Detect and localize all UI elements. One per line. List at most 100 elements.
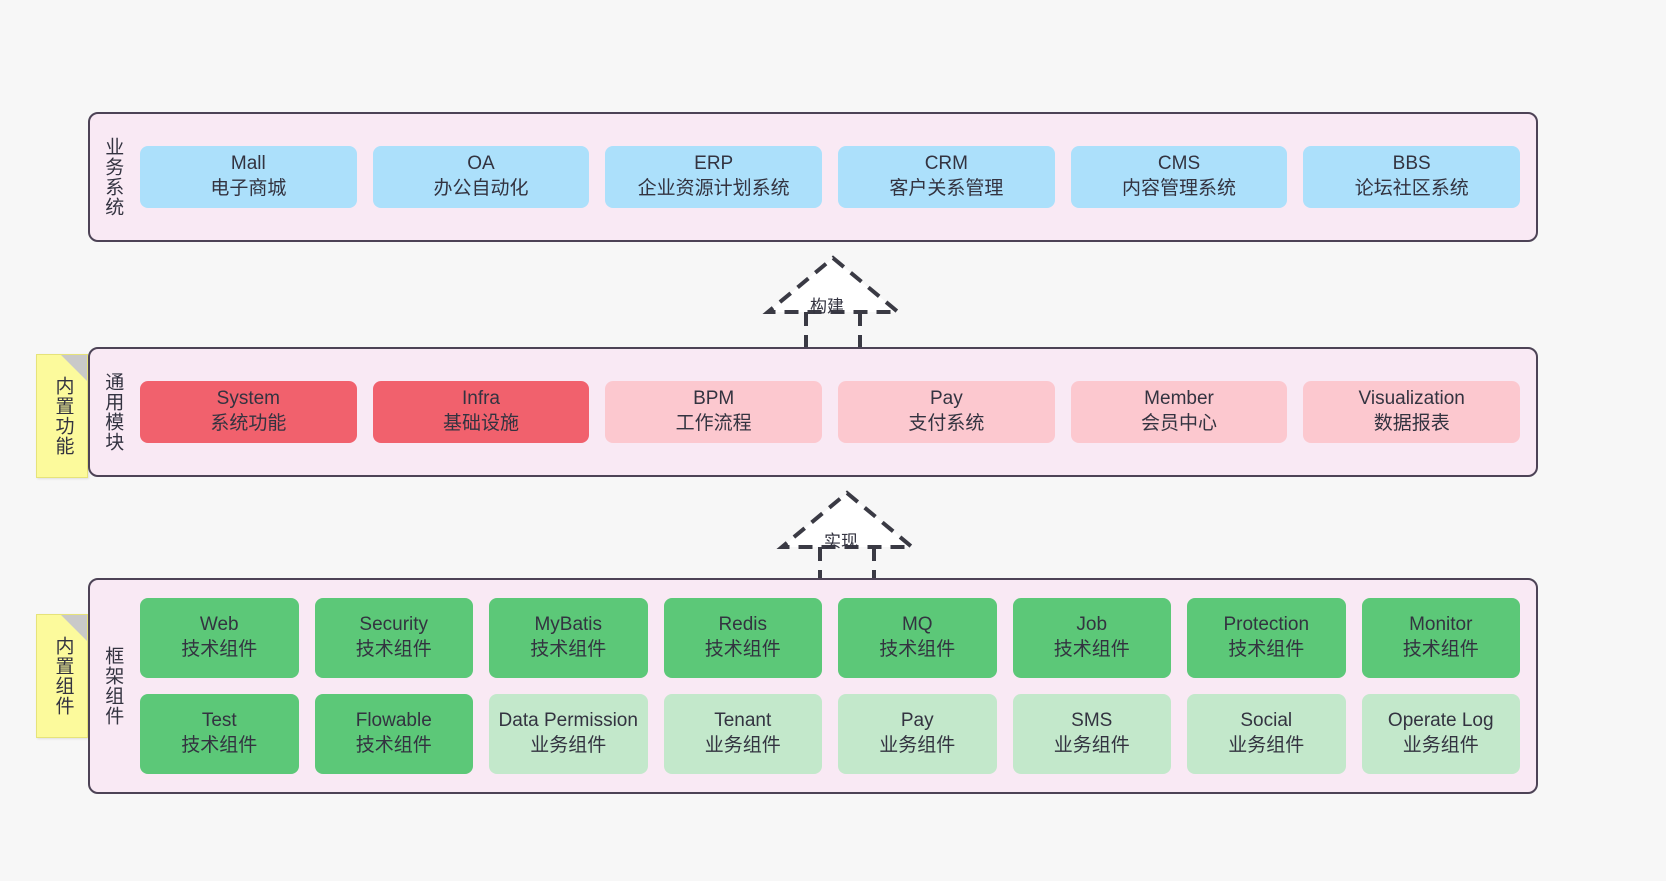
node-label-cn: 技术组件 [879,639,956,660]
node-label-cn: 技术组件 [530,639,607,660]
layer-body-common: System 系统功能 Infra 基础设施 BPM 工作流程 Pay 支付系统… [134,349,1536,475]
node-infra[interactable]: Infra 基础设施 [372,381,590,443]
row: Mall 电子商城 OA 办公自动化 ERP 企业资源计划系统 CRM 客户关系… [140,146,1521,208]
row: Web 技术组件 Security 技术组件 MyBatis 技术组件 Redi… [140,598,1520,678]
node-monitor[interactable]: Monitor 技术组件 [1361,598,1520,678]
node-label-cn: 系统功能 [210,413,287,434]
node-label-cn: 基础设施 [443,413,520,434]
node-operate-log[interactable]: Operate Log 业务组件 [1361,694,1520,774]
node-security[interactable]: Security 技术组件 [314,598,473,678]
node-label-cn: 技术组件 [355,735,432,756]
layer-title-common: 通用模块 [102,372,124,452]
layer-title-framework: 框架组件 [102,646,124,726]
connector-build: 构建 [748,250,918,355]
node-label-en: CRM [924,153,968,175]
node-label-en: CMS [1157,153,1201,175]
node-label-cn: 电子商城 [210,178,287,199]
node-label-en: Test [201,710,237,732]
node-test[interactable]: Test 技术组件 [140,694,299,774]
connector-implement: 实现 [762,485,932,590]
node-sms[interactable]: SMS 业务组件 [1012,694,1171,774]
node-label-en: SMS [1071,710,1113,732]
node-flowable[interactable]: Flowable 技术组件 [314,694,473,774]
node-social[interactable]: Social 业务组件 [1187,694,1346,774]
node-label-en: Redis [718,614,768,636]
node-label-en: Web [199,614,239,636]
node-data-permission[interactable]: Data Permission 业务组件 [489,694,648,774]
node-label-cn: 企业资源计划系统 [637,178,790,199]
layer-body-framework: Web 技术组件 Security 技术组件 MyBatis 技术组件 Redi… [134,580,1536,792]
layer-business-system: 业务系统 Mall 电子商城 OA 办公自动化 ERP 企业资源计划系统 CRM… [88,112,1538,242]
node-erp[interactable]: ERP 企业资源计划系统 [605,146,823,208]
note-label: 内置组件 [52,636,74,716]
node-label-cn: 技术组件 [1228,639,1305,660]
node-web[interactable]: Web 技术组件 [140,598,299,678]
node-label-en: Flowable [355,710,432,732]
node-mall[interactable]: Mall 电子商城 [140,146,357,208]
note-fold-corner [61,355,87,381]
node-label-en: Visualization [1358,388,1465,410]
layer-framework-component: 框架组件 Web 技术组件 Security 技术组件 MyBatis 技术组件… [88,578,1538,794]
node-label-en: ERP [694,153,734,175]
node-pay[interactable]: Pay 支付系统 [838,381,1055,443]
node-oa[interactable]: OA 办公自动化 [372,146,590,208]
node-member[interactable]: Member 会员中心 [1070,381,1288,443]
node-label-cn: 技术组件 [1402,639,1479,660]
node-label-en: Monitor [1409,614,1473,636]
node-label-en: MyBatis [534,614,603,636]
node-job[interactable]: Job 技术组件 [1012,598,1171,678]
node-label-en: Pay [900,710,934,732]
node-label-cn: 客户关系管理 [889,178,1004,199]
connector-implement-label: 实现 [824,532,858,551]
node-label-cn: 办公自动化 [433,178,529,199]
note-fold-corner [61,615,87,641]
node-mybatis[interactable]: MyBatis 技术组件 [489,598,648,678]
node-label-cn: 会员中心 [1141,413,1218,434]
row: System 系统功能 Infra 基础设施 BPM 工作流程 Pay 支付系统… [140,381,1521,443]
node-label-cn: 技术组件 [181,639,258,660]
node-label-en: Mall [230,153,266,175]
node-label-cn: 业务组件 [1402,735,1479,756]
node-bbs[interactable]: BBS 论坛社区系统 [1303,146,1521,208]
node-system[interactable]: System 系统功能 [140,381,357,443]
node-label-en: BPM [693,388,735,410]
node-label-cn: 业务组件 [704,735,781,756]
layer-title-business: 业务系统 [102,137,124,217]
layer-body-business: Mall 电子商城 OA 办公自动化 ERP 企业资源计划系统 CRM 客户关系… [134,114,1536,240]
node-label-cn: 技术组件 [1053,639,1130,660]
node-label-cn: 业务组件 [530,735,607,756]
node-label-en: Infra [461,388,501,410]
node-label-cn: 技术组件 [704,639,781,660]
node-redis[interactable]: Redis 技术组件 [663,598,822,678]
node-label-cn: 内容管理系统 [1122,178,1237,199]
node-cms[interactable]: CMS 内容管理系统 [1070,146,1288,208]
node-bpm[interactable]: BPM 工作流程 [605,381,823,443]
node-label-en: MQ [901,614,933,636]
node-label-en: BBS [1392,153,1431,175]
node-crm[interactable]: CRM 客户关系管理 [838,146,1055,208]
node-tenant[interactable]: Tenant 业务组件 [663,694,822,774]
node-label-en: Job [1076,614,1108,636]
node-label-cn: 业务组件 [1053,735,1130,756]
node-protection[interactable]: Protection 技术组件 [1187,598,1346,678]
node-label-cn: 业务组件 [879,735,956,756]
note-builtin-function: 内置功能 [36,354,88,478]
node-label-en: Security [359,614,429,636]
node-label-en: OA [467,153,495,175]
node-label-en: System [216,388,281,410]
note-builtin-component: 内置组件 [36,614,88,738]
layer-common-module: 通用模块 System 系统功能 Infra 基础设施 BPM 工作流程 Pay… [88,347,1538,477]
node-pay-business[interactable]: Pay 业务组件 [838,694,997,774]
node-label-en: Member [1144,388,1214,410]
row: Test 技术组件 Flowable 技术组件 Data Permission … [140,694,1520,774]
node-mq[interactable]: MQ 技术组件 [838,598,997,678]
node-visualization[interactable]: Visualization 数据报表 [1303,381,1521,443]
node-label-cn: 业务组件 [1228,735,1305,756]
connector-build-label: 构建 [810,297,844,316]
node-label-cn: 技术组件 [355,639,432,660]
node-label-en: Social [1240,710,1293,732]
note-label: 内置功能 [52,376,74,456]
node-label-en: Data Permission [498,710,638,732]
node-label-en: Protection [1223,614,1310,636]
